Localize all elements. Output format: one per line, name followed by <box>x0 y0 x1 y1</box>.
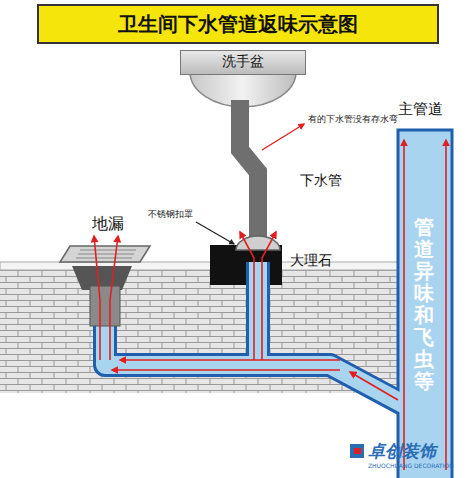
sink-node: 洗手盆 <box>180 50 306 75</box>
part-label: 地漏 <box>92 214 124 235</box>
note-label: 有的下水管没有存水弯 <box>308 113 398 126</box>
note-arrow <box>262 124 304 150</box>
floor-surface <box>0 262 398 270</box>
part-label: 大理石 <box>290 252 332 270</box>
title-text: 卫生间下水管道返味示意图 <box>38 5 438 43</box>
cover-leader <box>196 222 234 244</box>
logo-mark <box>354 448 361 454</box>
part-label: 不锈钢扣罩 <box>148 208 193 221</box>
part-label: 下水管 <box>300 172 342 190</box>
watermark: 卓创装饰 <box>368 440 436 463</box>
main-pipe-node: 管道异味和飞虫等 <box>398 130 452 478</box>
drain-pipe <box>240 100 258 248</box>
main-pipe-body <box>398 130 452 478</box>
drain-grate <box>60 246 150 262</box>
vertical-text: 管道异味和飞虫等 <box>414 216 434 392</box>
drain-grate-slots <box>76 250 136 258</box>
drain-cylinder <box>90 286 120 326</box>
odour-arrows <box>94 140 446 470</box>
watermark: ZHUOCHUANG DECORATION <box>368 462 454 469</box>
title-banner <box>38 5 438 43</box>
part-label: 主管道 <box>398 100 443 119</box>
node-text: 洗手盆 <box>181 51 305 71</box>
logo-square <box>350 444 364 458</box>
